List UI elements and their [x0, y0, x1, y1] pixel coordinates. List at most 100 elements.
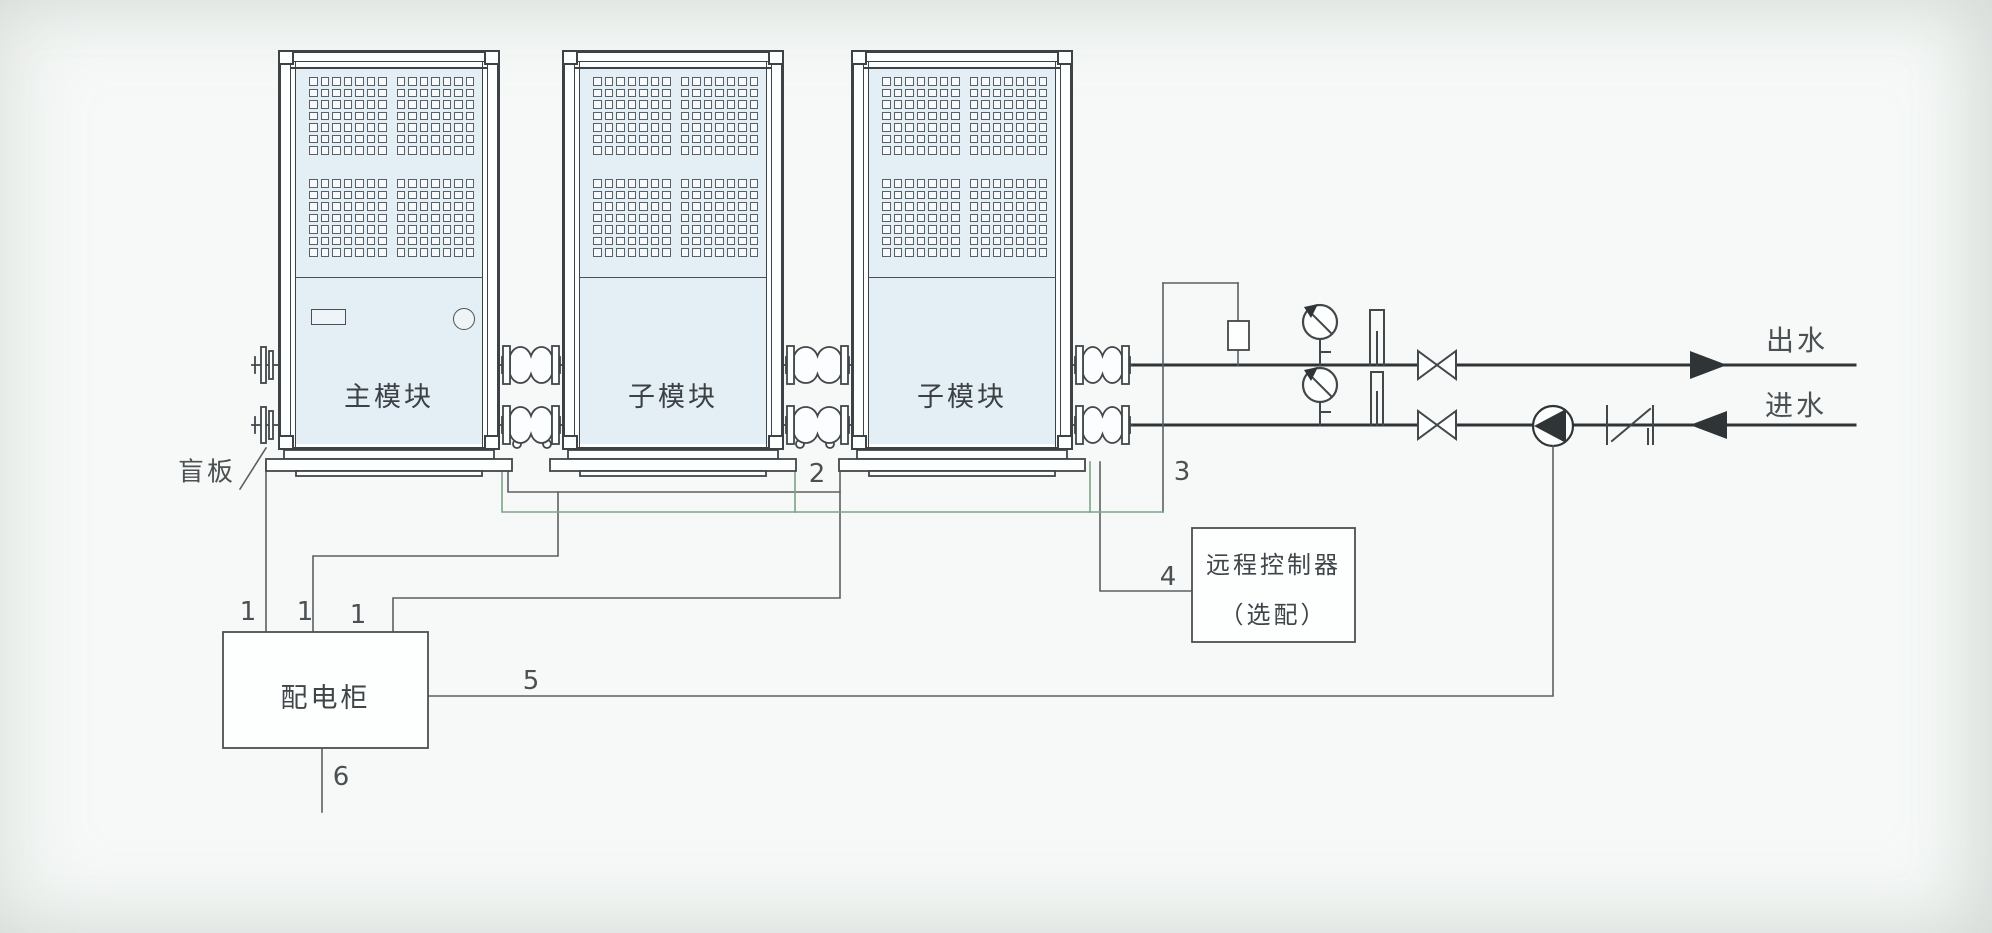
vent-square — [396, 100, 405, 109]
vent-square — [355, 248, 364, 257]
vent-square — [662, 202, 671, 211]
vent-square — [951, 179, 960, 188]
vent-square — [604, 179, 613, 188]
vent-square — [604, 123, 613, 132]
door-knob — [453, 308, 475, 330]
vent-square — [343, 100, 352, 109]
vent-square — [951, 146, 960, 155]
vent-square — [692, 179, 701, 188]
corner-bracket — [1057, 435, 1073, 450]
vent-square — [1038, 88, 1047, 97]
vent-square — [616, 225, 625, 234]
callout-1c: 1 — [349, 600, 367, 630]
vent-square — [408, 190, 417, 199]
vent-square — [454, 179, 463, 188]
vent-square — [969, 88, 978, 97]
vent-square — [726, 123, 735, 132]
vent-square — [419, 248, 428, 257]
vent-square — [680, 100, 689, 109]
vent-square — [939, 134, 948, 143]
vent-square — [882, 248, 891, 257]
vent-square — [715, 190, 724, 199]
vent-square — [726, 111, 735, 120]
vent-square — [1004, 179, 1013, 188]
vent-square — [343, 236, 352, 245]
vent-square — [882, 179, 891, 188]
cabinet-box — [222, 631, 429, 749]
vent-square — [905, 202, 914, 211]
vent-square — [939, 248, 948, 257]
vent-square — [320, 111, 329, 120]
vent-square — [1027, 225, 1036, 234]
vent-square — [378, 248, 387, 257]
vent-square — [320, 77, 329, 86]
vent-square — [928, 123, 937, 132]
vent-square — [408, 202, 417, 211]
panel-divider — [295, 277, 483, 278]
vent-square — [703, 146, 712, 155]
vent-square — [749, 77, 758, 86]
vent-square — [442, 100, 451, 109]
vent-square — [465, 248, 474, 257]
vent-square — [882, 88, 891, 97]
vent-square — [916, 123, 925, 132]
vent-square — [1015, 213, 1024, 222]
outlet-label: 出水 — [1765, 324, 1829, 357]
vent-square — [749, 225, 758, 234]
vent-square — [627, 111, 636, 120]
vent-square — [396, 179, 405, 188]
vent-square — [893, 134, 902, 143]
vent-square — [616, 77, 625, 86]
vent-square — [1038, 225, 1047, 234]
vent-square — [882, 202, 891, 211]
vent-square — [627, 146, 636, 155]
vent-square — [662, 88, 671, 97]
vent-square — [1004, 146, 1013, 155]
vent-square — [332, 236, 341, 245]
vent-square — [939, 179, 948, 188]
vent-square — [465, 146, 474, 155]
vent-square — [1015, 88, 1024, 97]
vent-square — [981, 100, 990, 109]
vent-square — [332, 213, 341, 222]
vent-square — [905, 213, 914, 222]
vent-square — [604, 190, 613, 199]
vent-square — [1015, 100, 1024, 109]
vent-square — [442, 190, 451, 199]
vent-square — [726, 190, 735, 199]
vent-square — [378, 111, 387, 120]
vent-square — [893, 123, 902, 132]
bellows-icon — [783, 405, 852, 445]
inlet-thermowell-icon — [1370, 371, 1384, 426]
vent-square — [969, 111, 978, 120]
vent-square — [355, 225, 364, 234]
vent-square — [715, 77, 724, 86]
vent-square — [650, 213, 659, 222]
vent-square — [692, 248, 701, 257]
vent-square — [616, 236, 625, 245]
vent-square — [366, 100, 375, 109]
vent-square — [703, 190, 712, 199]
vent-square — [726, 134, 735, 143]
vent-square — [715, 202, 724, 211]
vent-square — [928, 213, 937, 222]
vent-square — [650, 146, 659, 155]
vent-square — [454, 88, 463, 97]
vent-square — [604, 236, 613, 245]
vent-square — [969, 190, 978, 199]
vent-square — [749, 190, 758, 199]
vent-square — [396, 202, 405, 211]
vent-square — [726, 225, 735, 234]
bellows-icon — [783, 345, 852, 385]
vent-square — [616, 100, 625, 109]
unit-frame-rail — [290, 61, 296, 447]
vent-square — [616, 123, 625, 132]
vent-square — [1027, 134, 1036, 143]
vent-square — [604, 146, 613, 155]
vent-square — [928, 179, 937, 188]
vent-square — [738, 225, 747, 234]
vent-square — [343, 111, 352, 120]
bellows-icon — [499, 345, 563, 385]
corner-bracket — [768, 50, 784, 65]
vent-square — [650, 202, 659, 211]
